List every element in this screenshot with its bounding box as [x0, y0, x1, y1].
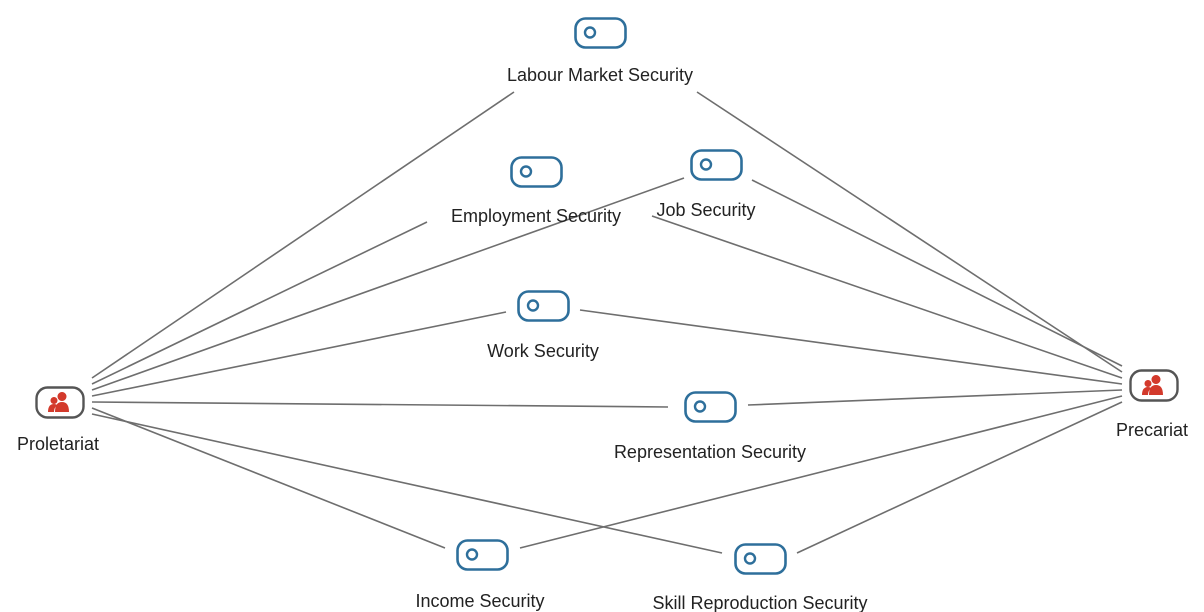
- edge-precariat-to-work-security: [579, 309, 1123, 385]
- edge-precariat-to-skill-reproduction-security: [796, 401, 1123, 554]
- edge-proletariat-to-representation-security: [91, 401, 669, 408]
- edge-proletariat-to-labour-market-security: [91, 91, 515, 379]
- code-label-job-security[interactable]: Job Security: [656, 200, 755, 220]
- code-icon[interactable]: [574, 17, 627, 49]
- code-icon[interactable]: [510, 156, 563, 188]
- code-icon[interactable]: [690, 149, 743, 181]
- case-person-icon[interactable]: [1129, 369, 1179, 402]
- code-icon[interactable]: [456, 539, 509, 571]
- case-person-icon[interactable]: [35, 386, 85, 419]
- edge-layer: [91, 91, 1123, 554]
- edge-precariat-to-employment-security: [651, 215, 1123, 379]
- case-label-proletariat[interactable]: Proletariat: [17, 434, 99, 454]
- edge-proletariat-to-work-security: [91, 311, 507, 397]
- case-label-precariat[interactable]: Precariat: [1116, 420, 1188, 440]
- code-label-representation-security[interactable]: Representation Security: [614, 442, 806, 462]
- code-label-work-security[interactable]: Work Security: [487, 341, 599, 361]
- edge-proletariat-to-skill-reproduction-security: [91, 413, 723, 554]
- code-icon[interactable]: [684, 391, 737, 423]
- code-label-income-security[interactable]: Income Security: [415, 591, 544, 611]
- edge-proletariat-to-job-security: [91, 177, 685, 391]
- edge-precariat-to-labour-market-security: [696, 91, 1123, 373]
- edge-precariat-to-income-security: [519, 395, 1123, 549]
- edge-proletariat-to-income-security: [91, 407, 446, 549]
- code-label-skill-reproduction-security[interactable]: Skill Reproduction Security: [652, 593, 867, 612]
- edge-proletariat-to-employment-security: [91, 221, 428, 385]
- code-icon[interactable]: [734, 543, 787, 575]
- edge-precariat-to-representation-security: [747, 389, 1123, 406]
- edge-precariat-to-job-security: [751, 179, 1123, 367]
- code-label-employment-security[interactable]: Employment Security: [451, 206, 621, 226]
- code-icon[interactable]: [517, 290, 570, 322]
- code-label-labour-market-security[interactable]: Labour Market Security: [507, 65, 693, 85]
